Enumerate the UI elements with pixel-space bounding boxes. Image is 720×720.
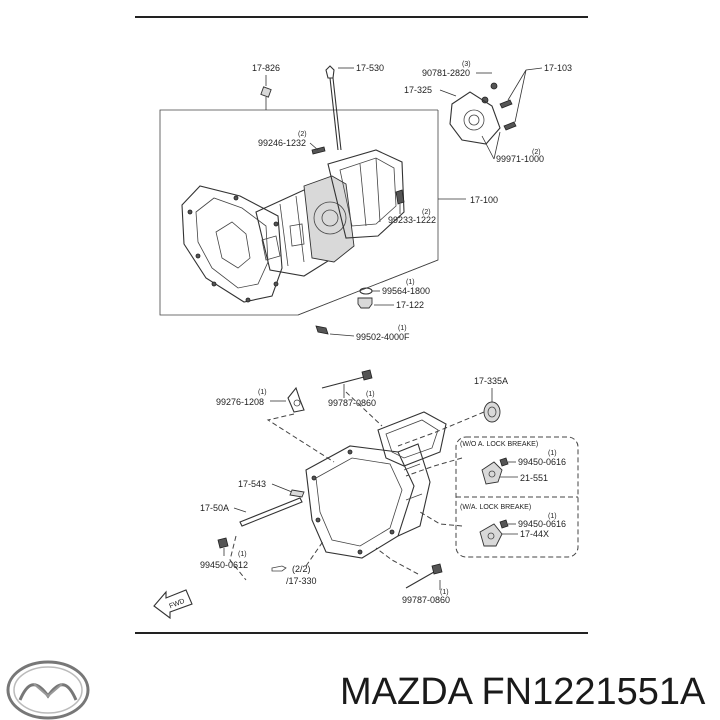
- qty-99502-4000F: (1): [398, 325, 407, 332]
- part-17-335A-seal: [483, 401, 501, 423]
- label-wo-lock-breake: (W/O A. LOCK BREAKE): [460, 441, 538, 448]
- label-17-826: 17-826: [252, 63, 280, 73]
- label-99564-1800: 99564-1800: [382, 286, 430, 296]
- label-99450-0616-b: 99450-0616: [518, 519, 566, 529]
- label-99246-1232: 99246-1232: [258, 138, 306, 148]
- part-17-543: [289, 489, 305, 498]
- qty-99787-0860-b: (1): [440, 589, 449, 596]
- part-17-44X-switch: [479, 523, 503, 547]
- label-17-50A: 17-50A: [200, 503, 229, 513]
- label-17-44X: 17-44X: [520, 529, 549, 539]
- qty-99246-1232: (2): [298, 131, 307, 138]
- label-90781-2820: 90781-2820: [422, 68, 470, 78]
- transmission-extension-17-330: [305, 411, 447, 559]
- part-17-826: [260, 86, 272, 98]
- bolts-17-103: [499, 99, 517, 131]
- part-17-325-flange: [449, 91, 501, 145]
- transmission-17-100: [181, 149, 405, 303]
- label-17-100: 17-100: [470, 195, 498, 205]
- qty-99276-1208: (1): [258, 389, 267, 396]
- label-99450-0616-a: 99450-0616: [518, 457, 566, 467]
- label-17-530: 17-530: [356, 63, 384, 73]
- label-21-551: 21-551: [520, 473, 548, 483]
- qty-99450-0616-a: (1): [548, 450, 557, 457]
- assembly-box: [159, 109, 439, 316]
- qty-99233-1222: (2): [422, 209, 431, 216]
- label-99450-0612: 99450-0612: [200, 560, 248, 570]
- mazda-logo-icon: [6, 660, 90, 720]
- label-17-325: 17-325: [404, 85, 432, 95]
- label-fwd: FWD: [168, 598, 185, 610]
- qty-99450-0616-b: (1): [548, 513, 557, 520]
- label-17-543: 17-543: [238, 479, 266, 489]
- part-99276-clamp: [287, 386, 305, 413]
- label-99971-1000: 99971-1000: [496, 154, 544, 164]
- part-17-530-rod: [325, 65, 335, 79]
- fwd-arrow-icon: FWD: [153, 589, 193, 620]
- qty-99787-0860-a: (1): [366, 391, 375, 398]
- label-99502-4000F: 99502-4000F: [356, 332, 410, 342]
- brand-part-number: MAZDA FN1221551A: [340, 671, 706, 713]
- label-w-lock-breake: (W/A. LOCK BREAKE): [460, 504, 531, 511]
- label-17-335A: 17-335A: [474, 376, 508, 386]
- pointing-hand-icon: [271, 565, 287, 572]
- label-ref-2-2: (2/2): [292, 564, 311, 574]
- label-17-122: 17-122: [396, 300, 424, 310]
- label-17-103: 17-103: [544, 63, 572, 73]
- label-99276-1208: 99276-1208: [216, 397, 264, 407]
- part-17-122-plug: [357, 297, 373, 309]
- qty-99971-1000: (2): [532, 149, 541, 156]
- qty-99450-0612: (1): [238, 551, 247, 558]
- label-99787-0860-b: 99787-0860: [402, 595, 450, 605]
- label-ref-17-330: /17-330: [286, 576, 317, 586]
- qty-90781-2820: (3): [462, 61, 471, 68]
- qty-99564-1800: (1): [406, 279, 415, 286]
- part-17-50A-rod: [239, 497, 303, 527]
- label-99233-1222: 99233-1222: [388, 215, 436, 225]
- part-21-551-switch: [481, 461, 503, 485]
- label-99787-0860-a: 99787-0860: [328, 398, 376, 408]
